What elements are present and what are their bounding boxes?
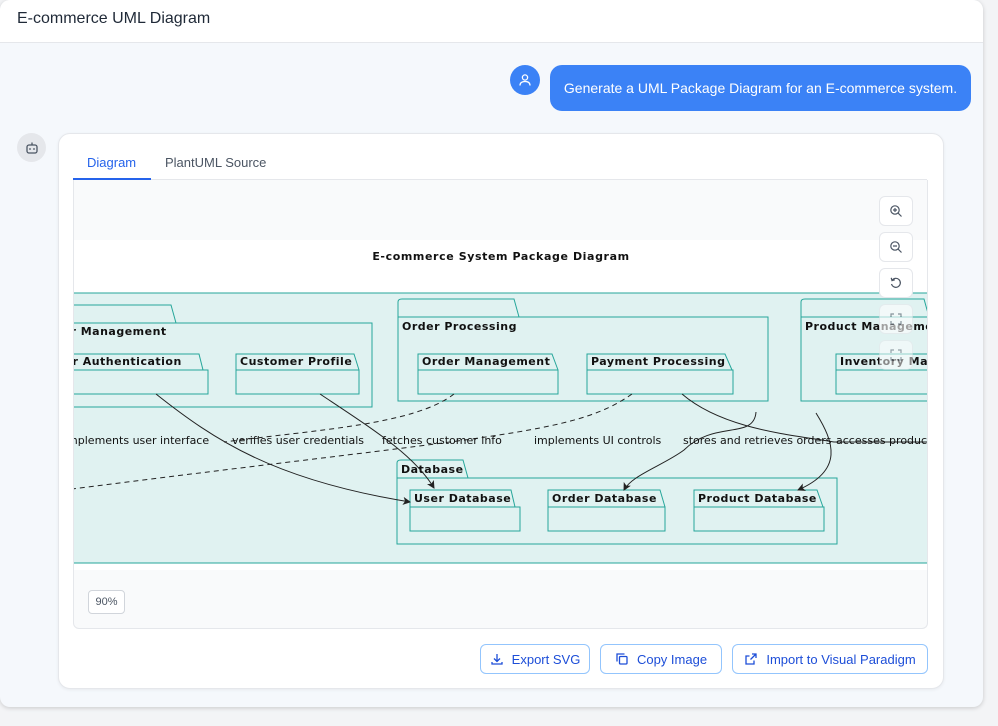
edge-payment-to-product <box>681 393 927 443</box>
package-label-user-management: User Management <box>74 325 167 338</box>
download-icon <box>491 654 503 665</box>
bot-avatar <box>17 133 46 162</box>
edge-label-accesses-product: accesses product <box>836 434 927 447</box>
diagram-title: E-commerce System Package Diagram <box>372 250 629 263</box>
component-label-payment-processing: Payment Processing <box>591 355 725 368</box>
component-product-database: Product Database <box>693 489 825 532</box>
fit-to-screen-button[interactable] <box>879 304 913 334</box>
component-label-user-database: User Database <box>414 492 511 505</box>
package-label-database: Database <box>401 463 464 476</box>
bot-icon <box>25 142 38 154</box>
external-link-icon <box>745 653 757 665</box>
edge-verifies-user-credentials <box>155 393 411 505</box>
zoom-in-icon <box>890 205 902 217</box>
zoom-out-icon <box>890 241 902 253</box>
copy-image-button[interactable]: Copy Image <box>600 644 722 674</box>
copy-image-label: Copy Image <box>636 651 708 667</box>
import-visual-paradigm-button[interactable]: Import to Visual Paradigm <box>732 644 928 674</box>
edge-accesses-product <box>797 412 832 491</box>
component-order-database: Order Database <box>547 489 666 532</box>
zoom-level-badge: 90% <box>88 590 125 614</box>
diagram-canvas[interactable]: E-commerce System Package Diagram User M… <box>73 180 928 629</box>
edge-implements-ui-controls <box>74 393 633 490</box>
edge-label-implements-ui-controls: implements UI controls <box>534 434 661 447</box>
component-customer-profile: Customer Profile <box>235 353 360 395</box>
component-label-order-management: Order Management <box>422 355 550 368</box>
package-label-order-processing: Order Processing <box>402 320 517 333</box>
import-visual-paradigm-label: Import to Visual Paradigm <box>766 651 916 667</box>
tab-diagram[interactable]: Diagram <box>87 155 137 170</box>
component-user-database: User Database <box>409 489 521 532</box>
component-label-order-database: Order Database <box>552 492 657 505</box>
component-payment-processing: Payment Processing <box>586 353 734 395</box>
page-title: E-commerce UML Diagram <box>17 10 211 27</box>
header: E-commerce UML Diagram <box>0 0 983 43</box>
component-user-authentication: User Authentication <box>74 353 209 395</box>
user-icon <box>519 74 531 86</box>
component-order-management: Order Management <box>417 353 559 395</box>
edge-label-fetches-customer-info: fetches customer info <box>382 434 502 447</box>
app-window: E-commerce UML Diagram Generate a UML Pa… <box>0 0 983 689</box>
copy-icon <box>616 653 628 665</box>
component-label-product-database: Product Database <box>698 492 817 505</box>
edge-fetches-customer-info <box>319 393 435 489</box>
component-label-customer-profile: Customer Profile <box>240 355 352 368</box>
fullscreen-icon <box>890 349 902 361</box>
active-tab-indicator <box>73 178 151 180</box>
user-avatar <box>510 65 540 95</box>
export-svg-label: Export SVG <box>511 651 581 667</box>
zoom-in-button[interactable] <box>879 196 913 226</box>
uml-package-diagram[interactable]: E-commerce System Package Diagram User M… <box>74 180 927 628</box>
edge-label-verifies-user-credentials: verifies user credentials <box>232 434 364 447</box>
assistant-response-card: Diagram PlantUML Source E-commerce Syste… <box>58 133 944 689</box>
tabs-divider <box>73 179 927 180</box>
zoom-out-button[interactable] <box>879 232 913 262</box>
component-label-user-authentication: User Authentication <box>74 355 182 368</box>
reset-zoom-button[interactable] <box>879 268 913 298</box>
user-message-bubble: Generate a UML Package Diagram for an E-… <box>550 65 971 111</box>
edge-label-stores-and-retrieves-orders: stores and retrieves orders <box>683 434 832 447</box>
edge-label-implements-user-interface: implements user interface <box>74 434 209 447</box>
fullscreen-button[interactable] <box>879 340 913 370</box>
reset-icon <box>890 277 901 288</box>
fit-screen-icon <box>890 313 902 325</box>
edge-implements-user-interface <box>223 393 455 443</box>
export-svg-button[interactable]: Export SVG <box>480 644 590 674</box>
tab-plantuml-source[interactable]: PlantUML Source <box>165 155 267 170</box>
